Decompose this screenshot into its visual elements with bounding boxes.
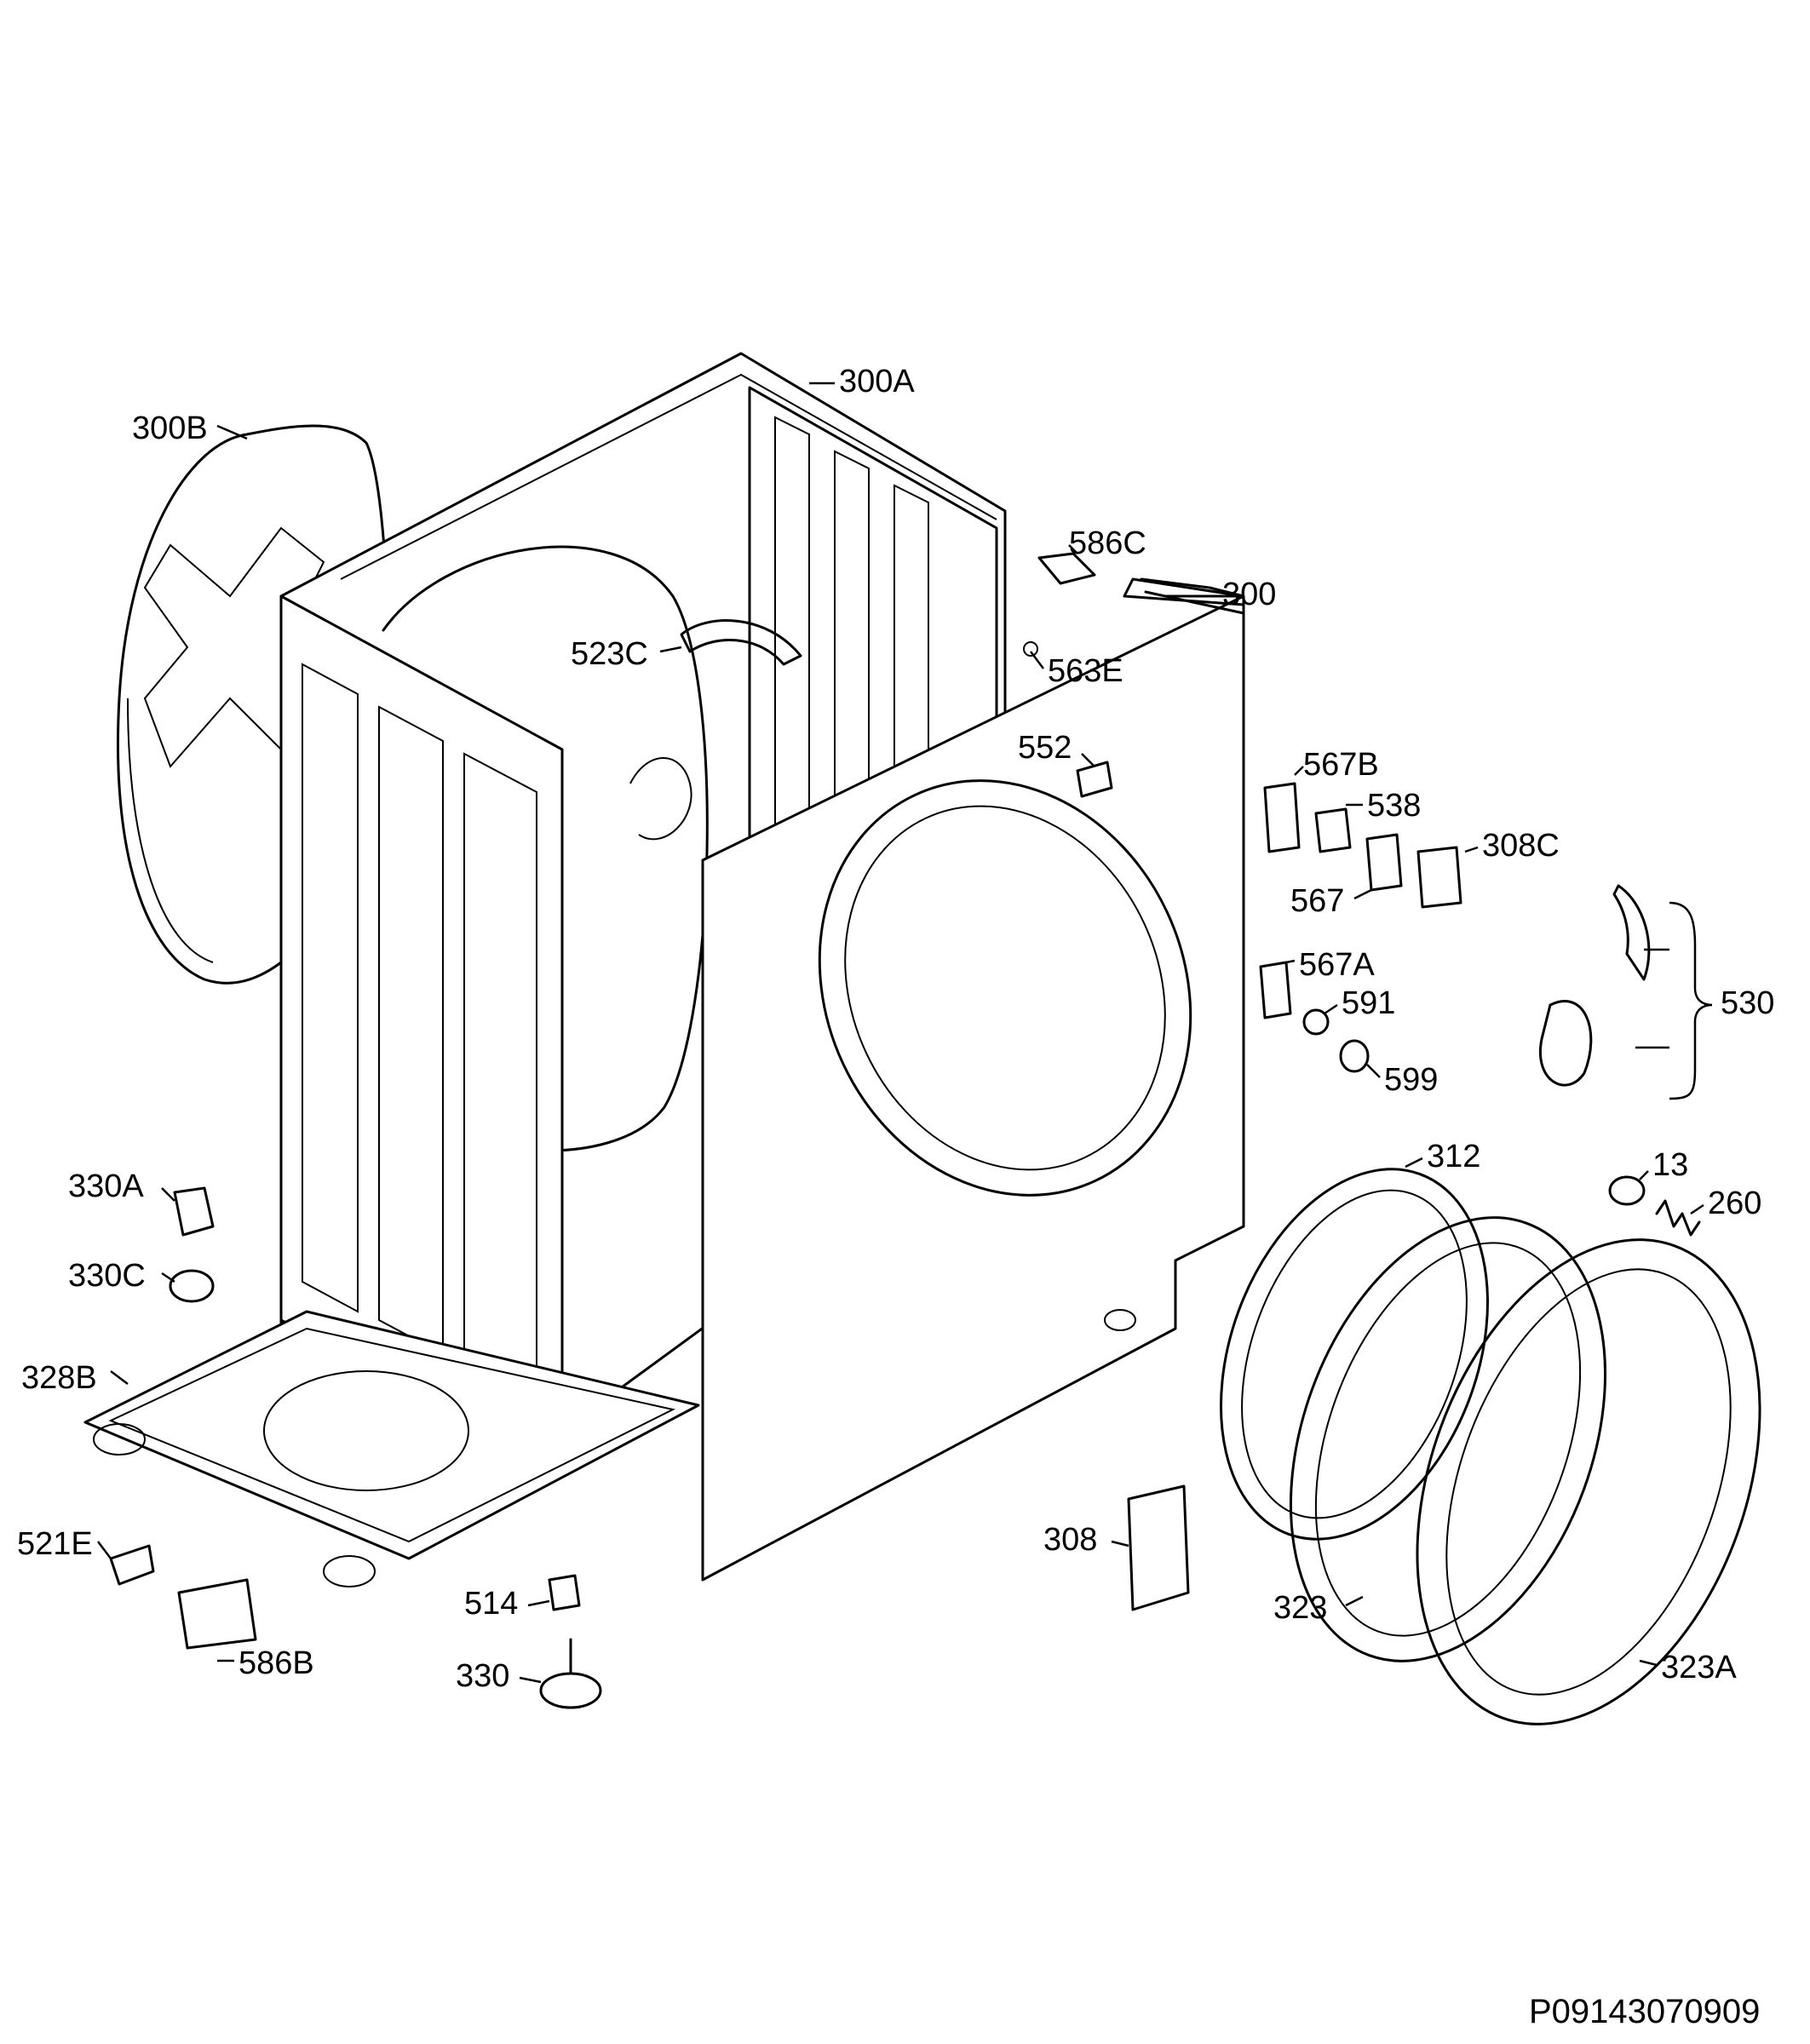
- callout-323A: 323A: [1661, 1650, 1737, 1685]
- base-plate-328B: [83, 1310, 700, 1588]
- leader-lines: [97, 382, 1704, 1684]
- callout-591: 591: [1342, 985, 1395, 1021]
- callout-13: 13: [1652, 1147, 1688, 1183]
- callout-586C: 586C: [1069, 525, 1146, 561]
- callout-330: 330: [456, 1658, 509, 1694]
- document-id: P09143070909: [1529, 1993, 1760, 2030]
- callout-300B: 300B: [132, 411, 208, 446]
- door-seal-312: [1220, 1168, 1489, 1541]
- callout-552: 552: [1018, 730, 1072, 766]
- callout-538: 538: [1367, 788, 1421, 824]
- callout-523C: 523C: [571, 636, 648, 672]
- callout-260: 260: [1708, 1186, 1761, 1221]
- small-parts: [109, 552, 1701, 1709]
- callout-labels: 300A 300B 586C 300 523C 563E 552 567B 53…: [17, 364, 1774, 1694]
- callout-300: 300: [1222, 577, 1276, 612]
- callout-330A: 330A: [68, 1168, 144, 1204]
- callout-308: 308: [1043, 1522, 1097, 1558]
- callout-308C: 308C: [1482, 828, 1560, 864]
- callout-567A: 567A: [1299, 947, 1375, 983]
- callout-567B: 567B: [1303, 747, 1379, 783]
- callout-521E: 521E: [17, 1526, 93, 1562]
- callout-330C: 330C: [68, 1258, 146, 1294]
- callout-567: 567: [1290, 883, 1344, 919]
- callout-530: 530: [1721, 985, 1774, 1021]
- callout-599: 599: [1384, 1062, 1438, 1098]
- door-ring-323A: [1416, 1238, 1761, 1725]
- callout-586B: 586B: [238, 1645, 314, 1681]
- callout-300A: 300A: [839, 364, 915, 399]
- callout-563E: 563E: [1048, 653, 1123, 689]
- callout-328B: 328B: [21, 1360, 97, 1396]
- callout-323: 323: [1273, 1590, 1327, 1626]
- group-brace-530: [1669, 901, 1713, 1100]
- front-panel: [701, 577, 1245, 1582]
- callout-514: 514: [464, 1586, 518, 1622]
- callout-312: 312: [1427, 1139, 1480, 1174]
- door-inner-323: [1289, 1216, 1607, 1662]
